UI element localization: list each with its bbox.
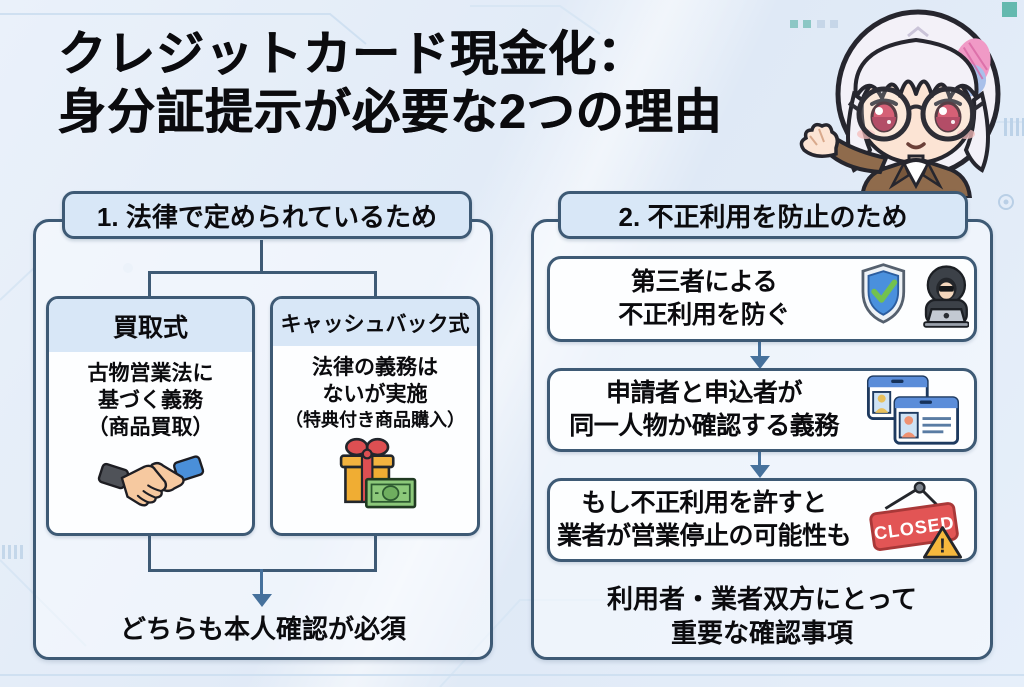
method-box-cashback-body: 法律の義務は ないが実施 （特典付き商品購入）	[273, 346, 477, 533]
text-line: もし不正利用を許すと	[581, 489, 827, 517]
text-line: 申請者と申込者が	[605, 379, 803, 407]
down-arrow-icon	[252, 594, 272, 607]
connector-line	[374, 534, 377, 572]
gift-money-icon	[339, 437, 417, 509]
shield-hacker-icon	[861, 263, 969, 328]
down-arrow-stem	[758, 452, 761, 466]
text-line: （特典付き商品購入）	[285, 409, 465, 430]
step-icon-wrap: CLOSED !	[852, 480, 974, 560]
down-arrow-icon	[750, 465, 770, 478]
down-arrow-stem	[260, 569, 263, 595]
step-box-identity-check: 申請者と申込者が 同一人物か確認する義務	[547, 368, 977, 452]
text-line: 利用者・業者双方にとって	[607, 584, 917, 614]
right-conclusion-text: 利用者・業者双方にとって 重要な確認事項	[531, 582, 993, 651]
mascot-lapel-left	[888, 160, 911, 190]
step-icon-wrap	[852, 261, 974, 337]
method-box-kaitori-body: 古物営業法に 基づく義務 （商品買取）	[49, 352, 252, 533]
step-box-business-risk: もし不正利用を許すと 業者が営業停止の可能性も CLOSED !	[547, 478, 977, 562]
text-line: 基づく義務	[98, 388, 203, 412]
text-line: 不正利用を防ぐ	[618, 301, 790, 329]
handshake-icon	[97, 454, 204, 507]
text-line: 第三者による	[630, 268, 778, 296]
connector-line	[149, 569, 377, 572]
mascot-hand-lines	[809, 128, 825, 146]
down-arrow-icon	[750, 356, 770, 369]
text-line: 重要な確認事項	[670, 618, 853, 649]
page-title-line1: クレジットカード現金化：	[58, 28, 647, 81]
mascot-bangs	[853, 38, 979, 100]
mascot-lapel-right	[921, 160, 944, 190]
step-box-prevent-fraud: 第三者による 不正利用を防ぐ	[547, 256, 977, 342]
id-cards-icon	[866, 375, 960, 445]
page-title-line2: 身分証提示が必要な2つの理由	[58, 85, 723, 139]
connector-line	[148, 534, 151, 572]
text-line: 同一人物か確認する義務	[569, 412, 839, 440]
mascot-eyes	[870, 98, 962, 133]
page-title: クレジットカード現金化： 身分証提示が必要な2つの理由	[58, 26, 723, 141]
step-text: 申請者と申込者が 同一人物か確認する義務	[550, 377, 852, 443]
mascot-glasses-icon	[847, 86, 985, 142]
method-box-kaitori: 買取式 古物営業法に 基づく義務 （商品買取）	[46, 296, 255, 536]
method-box-cashback: キャッシュバック式 法律の義務は ないが実施 （特典付き商品購入）	[270, 296, 480, 536]
connector-line	[374, 271, 377, 298]
left-section-header-label: 1. 法律で定められているため	[96, 201, 438, 232]
method-box-cashback-title: キャッシュバック式	[273, 299, 477, 346]
mascot-hair-part	[907, 26, 929, 38]
left-section-header: 1. 法律で定められているため	[62, 191, 472, 239]
text-line: （商品買取）	[87, 415, 214, 439]
text-line: 古物営業法に	[87, 362, 214, 385]
mascot-hand	[799, 122, 840, 158]
connector-line	[149, 271, 377, 274]
left-conclusion-text: どちらも本人確認が必須	[119, 614, 406, 644]
closed-sign-icon: CLOSED !	[869, 481, 963, 559]
text-line: 業者が営業停止の可能性も	[556, 522, 852, 550]
connector-line	[148, 271, 151, 298]
right-section-header-label: 2. 不正利用を防止のため	[618, 201, 908, 232]
right-section-header: 2. 不正利用を防止のため	[558, 191, 968, 239]
connector-line	[260, 240, 263, 274]
method-box-kaitori-title: 買取式	[49, 299, 252, 352]
step-text: もし不正利用を許すと 業者が営業停止の可能性も	[550, 487, 852, 553]
mascot-character-illustration	[799, 9, 1001, 198]
warning-mark-label: !	[939, 535, 946, 557]
step-icon-wrap	[852, 373, 974, 447]
mascot-mouth	[906, 142, 926, 150]
step-text: 第三者による 不正利用を防ぐ	[550, 266, 852, 332]
text-line: ないが実施	[322, 382, 428, 406]
down-arrow-stem	[758, 342, 761, 357]
text-line: 法律の義務は	[312, 356, 438, 379]
